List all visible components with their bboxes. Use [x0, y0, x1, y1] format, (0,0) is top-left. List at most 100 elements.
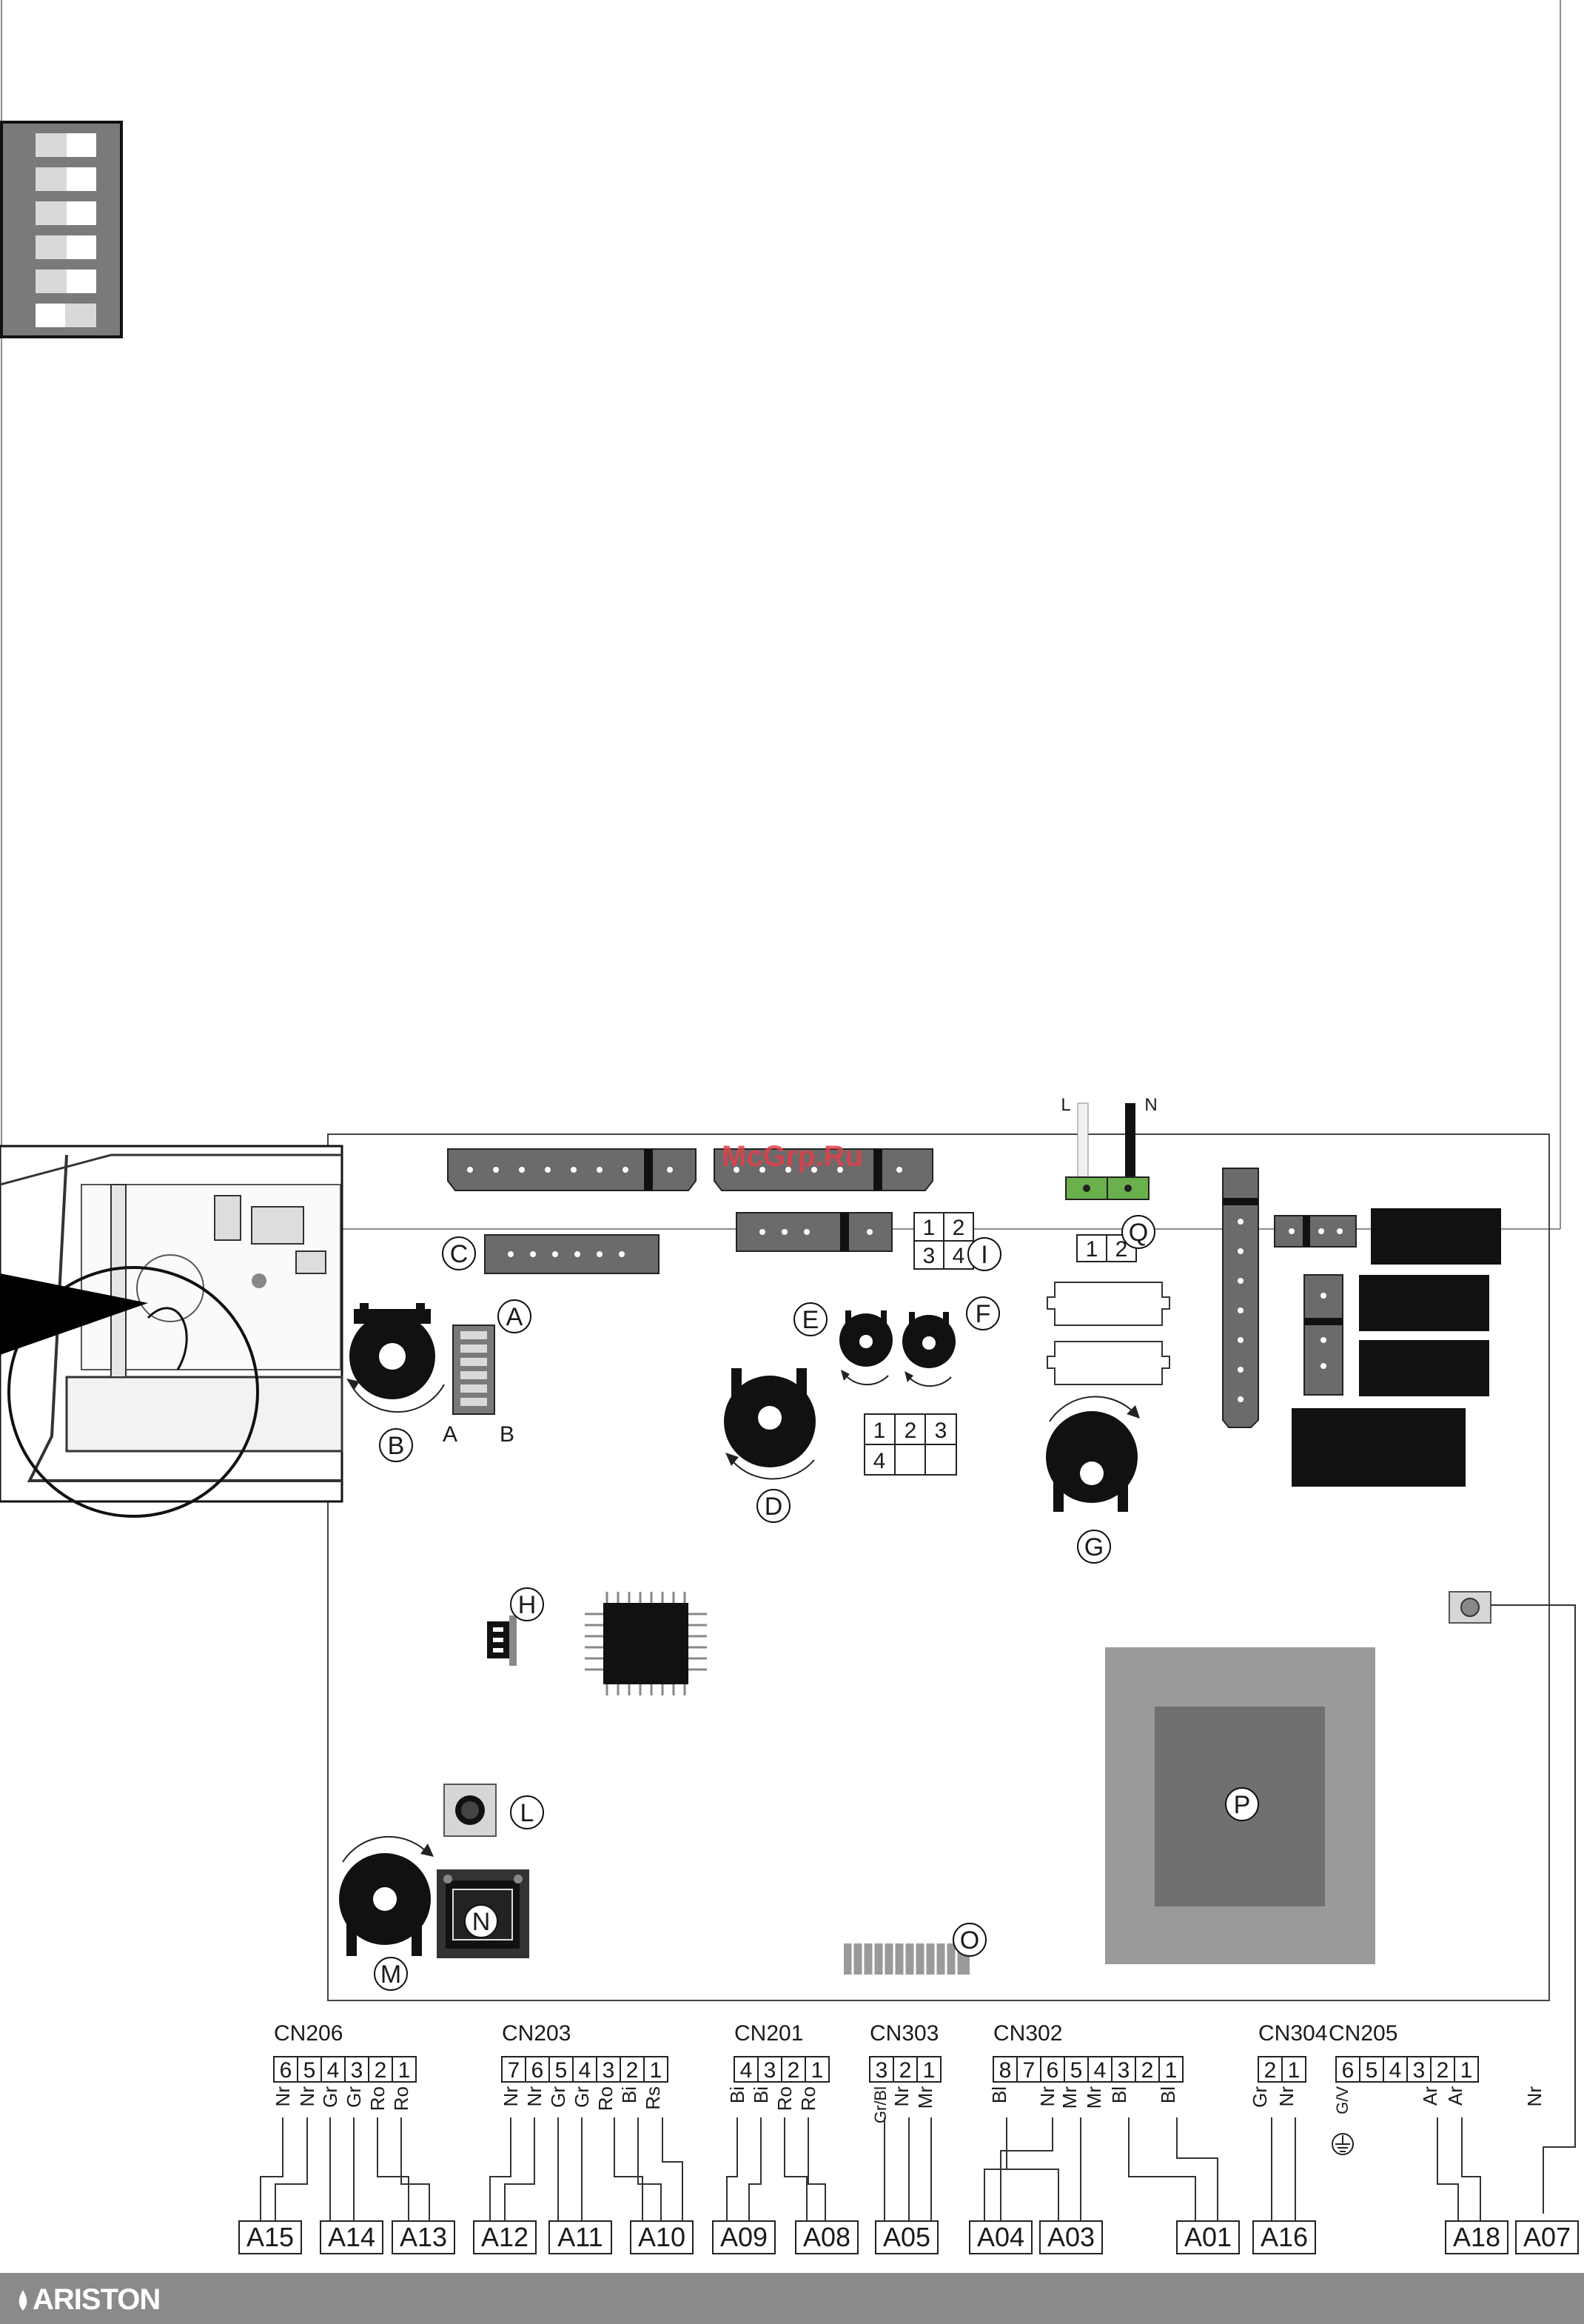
connector-mid-pin: 1 [873, 1419, 886, 1443]
terminal-label: A01 [1184, 2222, 1232, 2252]
transformer-P [1105, 1647, 1375, 1964]
pin-cell [548, 2056, 574, 2083]
pin-number: 7 [1023, 2058, 1036, 2083]
pin-cell [916, 2056, 942, 2083]
terminal-a14: A14 [320, 2220, 383, 2254]
pin-number: 1 [1165, 2058, 1178, 2083]
pcb-board [327, 1133, 1550, 2001]
connector-name: CN302 [993, 2021, 1062, 2046]
connector-I-pin: 3 [923, 1244, 936, 1268]
pin-cell [368, 2056, 393, 2083]
pin-number: 1 [1460, 2058, 1473, 2083]
label-H: H [518, 1591, 537, 1619]
pin-number: 4 [579, 2058, 591, 2083]
label-Q: Q [1129, 1219, 1148, 1247]
wire-color-label: Bi [618, 2086, 640, 2103]
pin-cell [344, 2056, 369, 2083]
component-labels [374, 1215, 1259, 1991]
button-L [443, 1784, 497, 1837]
wire-color-label: Ro [797, 2086, 819, 2111]
label-M: M [380, 1960, 401, 1989]
terminal-label: A11 [557, 2222, 603, 2252]
terminal-a12: A12 [473, 2220, 537, 2254]
terminal-label: A12 [481, 2222, 528, 2252]
wire-color-label: Mr [1083, 2086, 1105, 2109]
connector-mid-pin: 3 [935, 1419, 947, 1443]
pin-cell [392, 2056, 417, 2083]
brand-logo: ARISTON [16, 2283, 161, 2317]
pin-number: 4 [1389, 2058, 1402, 2083]
pin-number: 5 [303, 2058, 316, 2083]
footer-bar: ARISTON [0, 2273, 1584, 2324]
pin-number: 4 [740, 2058, 753, 2083]
connector-name: CN205 [1329, 2021, 1397, 2046]
pin-number: 1 [1288, 2058, 1301, 2083]
pin-cell [1064, 2056, 1089, 2083]
label-L: L [520, 1799, 534, 1827]
terminal-label: A16 [1261, 2222, 1308, 2252]
label-P: P [1234, 1791, 1251, 1819]
wire-color-label: Gr/Bl [871, 2086, 890, 2123]
connector-mid-pin: 2 [905, 1419, 917, 1443]
label-D: D [765, 1493, 783, 1521]
right-components [1222, 1168, 1501, 1487]
pin-number: 3 [1118, 2058, 1130, 2083]
connector-name: CN303 [870, 2021, 939, 2046]
terminal-a09: A09 [712, 2220, 776, 2254]
label-G: G [1084, 1533, 1104, 1561]
terminal-a07: A07 [1515, 2220, 1579, 2254]
wire-color-label: Ro [366, 2086, 389, 2111]
chip-area [487, 1592, 707, 1695]
label-A: A [506, 1303, 523, 1331]
terminal-label: A09 [720, 2222, 768, 2252]
connector-I-pin: 4 [953, 1244, 965, 1268]
wire-color-label: Bl [1157, 2086, 1179, 2103]
wire-color-label: Gr [547, 2086, 569, 2108]
dip-label-b: B [500, 1422, 514, 1447]
pin-number: 2 [626, 2058, 639, 2083]
connector-name: CN206 [274, 2021, 343, 2046]
wire-color-label: Ro [594, 2086, 617, 2111]
wire-color-label: Nr [296, 2086, 318, 2107]
label-E: E [802, 1306, 819, 1334]
pin-number: 3 [764, 2058, 776, 2083]
terminal-label: A18 [1453, 2222, 1500, 2252]
pin-number: 4 [1094, 2058, 1107, 2083]
terminal-a01: A01 [1176, 2220, 1240, 2254]
connector-I-pin: 1 [923, 1216, 936, 1240]
wire-color-label: Nr [890, 2086, 913, 2107]
wire-color-label: Gr [343, 2086, 365, 2108]
top-connectors [447, 1148, 933, 1274]
pin-number: 5 [1070, 2058, 1083, 2083]
wire-color-label: Gr [319, 2086, 341, 2108]
dip-label-a: A [443, 1422, 457, 1447]
pin-cell [993, 2056, 1018, 2083]
connector-mid-pin: 4 [873, 1449, 886, 1473]
wire-color-label: Rs [642, 2086, 664, 2110]
connector-Q-pin: 2 [1115, 1237, 1128, 1262]
connector-name: CN203 [502, 2021, 571, 2046]
wire-color-label: Ro [390, 2086, 412, 2111]
dip-switch-A: A B [443, 1325, 514, 1447]
neutral-label: N [1144, 1095, 1157, 1115]
pin-number: 3 [876, 2058, 888, 2083]
pin-number: 2 [1437, 2058, 1449, 2083]
connector-name: CN201 [734, 2021, 803, 2046]
label-C: C [450, 1240, 469, 1268]
label-F: F [976, 1300, 991, 1328]
wire-color-label: Nr [523, 2086, 546, 2107]
pin-number: 6 [1342, 2058, 1355, 2083]
pin-number: 3 [603, 2058, 615, 2083]
terminal-label: A13 [400, 2222, 447, 2252]
pin-number: 8 [999, 2058, 1012, 2083]
terminal-a15: A15 [238, 2220, 302, 2254]
wire-color-label: G/V [1333, 2086, 1352, 2114]
terminal-label: A04 [977, 2222, 1024, 2252]
pin-cell [501, 2056, 526, 2083]
terminal-a11: A11 [548, 2220, 612, 2254]
ground-icon [1332, 2133, 1354, 2155]
terminal-label: A08 [803, 2222, 850, 2252]
